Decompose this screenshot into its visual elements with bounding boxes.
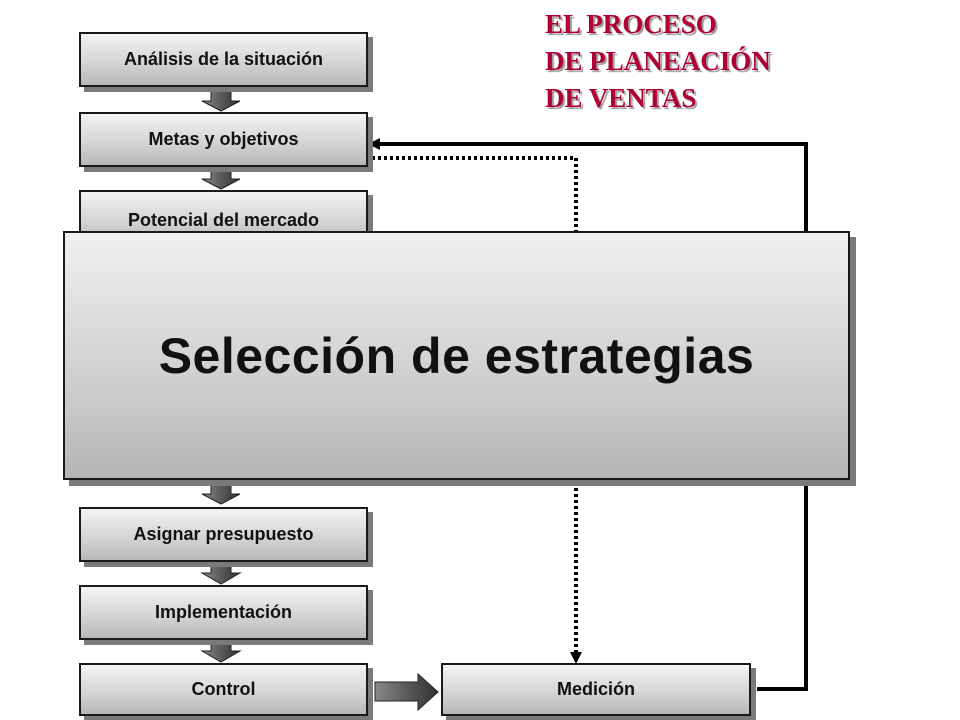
assign-budget-label: Asignar presupuesto	[133, 524, 314, 544]
situation-analysis-box: Análisis de la situación	[79, 32, 368, 87]
implementation-label: Implementación	[154, 602, 293, 622]
down-arrow-1	[201, 88, 241, 112]
right-arrow-control-to-measurement	[374, 672, 439, 712]
title-line-1: EL PROCESO	[545, 9, 717, 39]
down-arrow-4	[200, 562, 242, 585]
title-line-2: DE PLANEACIÓN	[545, 46, 771, 76]
down-arrow-5	[200, 640, 242, 663]
control-box: Control	[79, 663, 368, 716]
assign-budget-box: Asignar presupuesto	[79, 507, 368, 562]
control-label: Control	[191, 679, 256, 699]
implementation-box: Implementación	[79, 585, 368, 640]
down-arrow-2	[201, 166, 241, 190]
goals-objectives-box: Metas y objetivos	[79, 112, 368, 167]
down-arrow-3	[201, 483, 241, 505]
situation-analysis-label: Análisis de la situación	[123, 49, 324, 69]
feedback-line-dotted	[372, 156, 582, 664]
measurement-box: Medición	[441, 663, 751, 716]
measurement-label: Medición	[556, 679, 635, 699]
strategy-selection-label: Selección de estrategias	[158, 327, 755, 384]
goals-objectives-label: Metas y objetivos	[148, 129, 299, 149]
title-line-3: DE VENTAS	[545, 83, 697, 113]
diagram-title: EL PROCESO DE PLANEACIÓN DE VENTAS	[545, 6, 771, 117]
market-potential-label: Potencial del mercado	[127, 210, 320, 230]
strategy-selection-box: Selección de estrategias	[63, 231, 850, 480]
